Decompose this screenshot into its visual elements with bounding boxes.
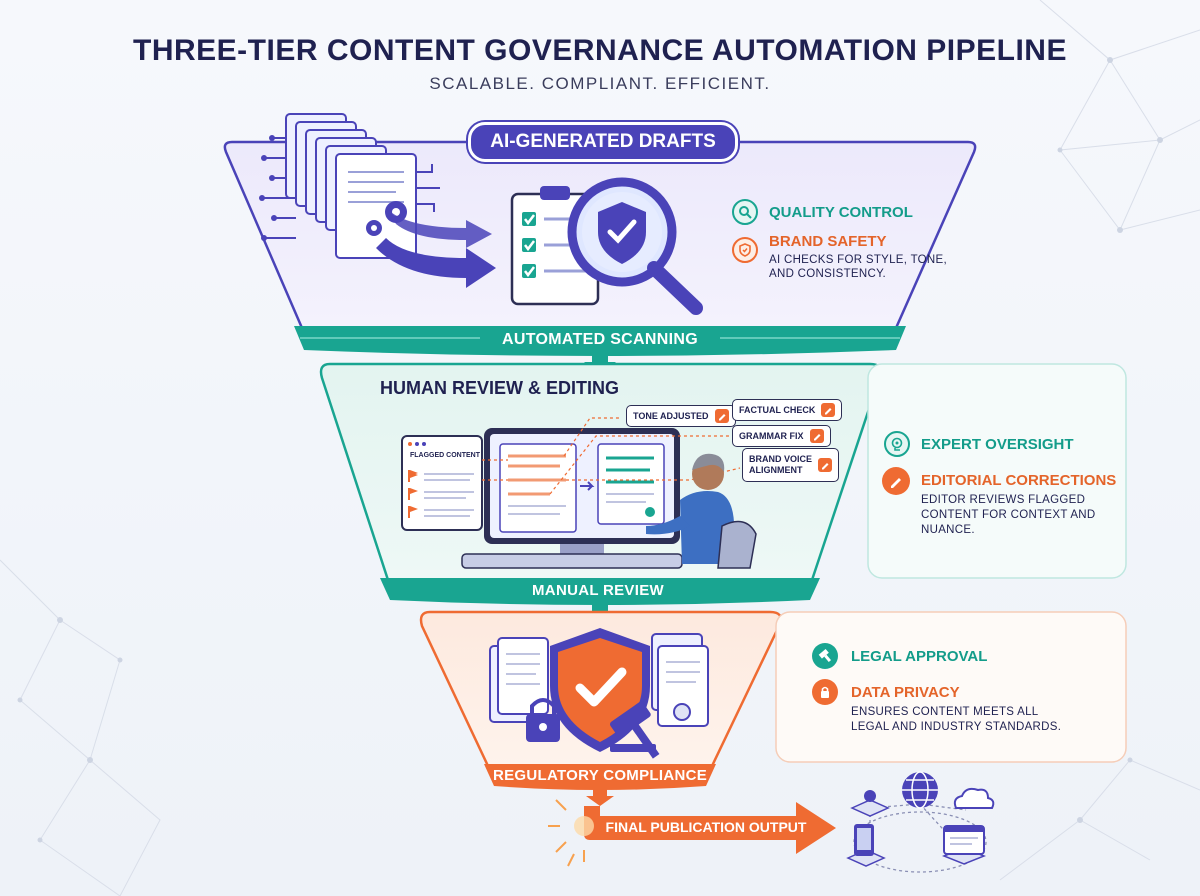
final-publication-output-label: FINAL PUBLICATION OUTPUT bbox=[605, 819, 807, 835]
pencil-icon bbox=[818, 458, 833, 472]
data-privacy-desc-line-2: LEGAL AND INDUSTRY STANDARDS. bbox=[851, 721, 1062, 733]
shield-check-icon bbox=[732, 237, 758, 263]
tag-factual-check: FACTUAL CHECK bbox=[732, 399, 843, 421]
ai-generated-drafts-pill: AI-GENERATED DRAFTS bbox=[468, 122, 738, 162]
editor-workstation-illustration bbox=[401, 417, 757, 569]
automated-scanning-band: AUTOMATED SCANNING bbox=[502, 331, 698, 348]
compliance-shield-illustration bbox=[489, 628, 709, 759]
tier1-band bbox=[294, 326, 906, 356]
brand-safety-desc-line-1: AI CHECKS FOR STYLE, TONE, bbox=[769, 254, 947, 266]
page-title: THREE-TIER CONTENT GOVERNANCE AUTOMATION… bbox=[133, 34, 1067, 67]
tier2-band bbox=[380, 578, 820, 605]
distribution-network-illustration bbox=[846, 771, 995, 873]
brand-safety-label: BRAND SAFETY bbox=[769, 233, 887, 250]
pencil-icon bbox=[809, 429, 824, 443]
editorial-desc-line-3: NUANCE. bbox=[921, 524, 975, 536]
head-gear-icon bbox=[884, 431, 910, 457]
regulatory-compliance-band: REGULATORY COMPLIANCE bbox=[492, 767, 708, 784]
human-review-heading: HUMAN REVIEW & EDITING bbox=[380, 378, 620, 398]
gavel-icon bbox=[812, 643, 838, 669]
burst-glow bbox=[548, 799, 594, 867]
tag-grammar-fix: GRAMMAR FIX bbox=[732, 425, 831, 447]
editorial-desc-line-1: EDITOR REVIEWS FLAGGED bbox=[921, 494, 1086, 506]
manual-review-band: MANUAL REVIEW bbox=[532, 582, 664, 599]
pencil-icon bbox=[882, 467, 910, 495]
person-icon bbox=[864, 790, 876, 802]
quality-control-label: QUALITY CONTROL bbox=[769, 204, 913, 221]
tag-brand-voice-alignment: BRAND VOICE ALIGNMENT bbox=[742, 448, 840, 482]
tier2-feature-panel bbox=[867, 363, 1127, 579]
final-output-arrow bbox=[584, 802, 836, 854]
expert-oversight-label: EXPERT OVERSIGHT bbox=[921, 436, 1074, 453]
data-privacy-desc-line-1: ENSURES CONTENT MEETS ALL bbox=[851, 706, 1039, 718]
page-subtitle: SCALABLE. COMPLIANT. EFFICIENT. bbox=[429, 74, 771, 93]
data-privacy-label: DATA PRIVACY bbox=[851, 684, 960, 701]
arrow-down-3 bbox=[586, 788, 614, 806]
tier3-band bbox=[484, 764, 716, 790]
tag-tone-adjusted: TONE ADJUSTED bbox=[626, 405, 736, 427]
pencil-icon bbox=[714, 409, 729, 423]
editorial-corrections-label: EDITORIAL CORRECTIONS bbox=[921, 472, 1117, 489]
editorial-desc-line-2: CONTENT FOR CONTEXT AND bbox=[921, 509, 1096, 521]
tier3-feature-panel bbox=[775, 611, 1127, 763]
magnifier-icon bbox=[732, 199, 758, 225]
cloud-icon bbox=[953, 787, 995, 809]
legal-approval-label: LEGAL APPROVAL bbox=[851, 648, 988, 665]
draft-documents-illustration bbox=[259, 113, 703, 315]
flagged-content-title: FLAGGED CONTENT bbox=[410, 452, 480, 459]
brand-safety-desc-line-2: AND CONSISTENCY. bbox=[769, 268, 887, 280]
pencil-icon bbox=[821, 403, 836, 417]
lock-icon bbox=[812, 679, 838, 705]
